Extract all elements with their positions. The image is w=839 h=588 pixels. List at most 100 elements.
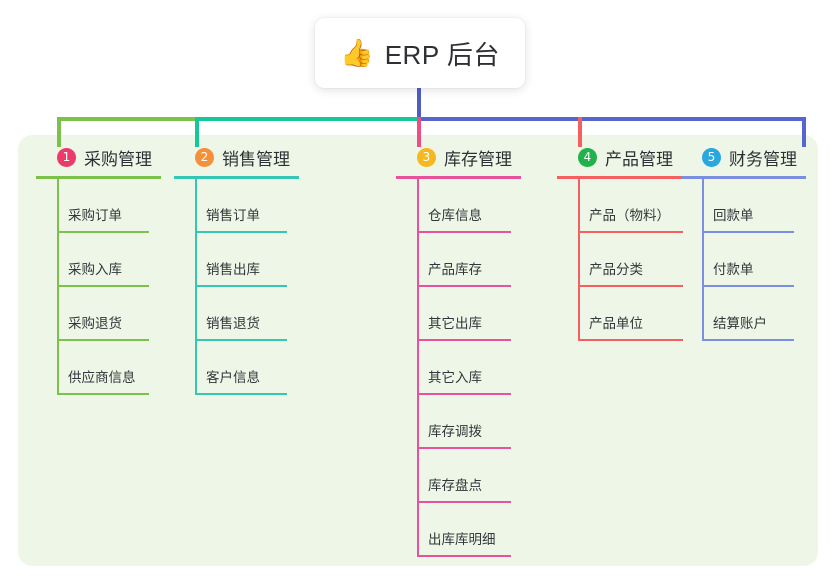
leaf-rule (195, 231, 287, 233)
leaf-label: 库存盘点 (428, 478, 482, 493)
branch-header-2[interactable]: 2 销售管理 (174, 143, 299, 171)
list-item[interactable]: 采购退货 (36, 287, 161, 341)
connector-drop-4 (578, 117, 582, 147)
list-item[interactable]: 产品分类 (557, 233, 687, 287)
root-node-erp-backend[interactable]: 👍 ERP 后台 (315, 18, 525, 88)
branch-header-5[interactable]: 5 财务管理 (681, 143, 806, 171)
leaf-label: 销售订单 (206, 208, 260, 223)
branch-items-2: 销售订单 销售出库 销售退货 客户信息 (174, 179, 299, 395)
branch-items-1: 采购订单 采购入库 采购退货 供应商信息 (36, 179, 161, 395)
branch-items-3: 仓库信息 产品库存 其它出库 其它入库 库存调拨 库存盘点 出库库明细 (396, 179, 521, 557)
list-item[interactable]: 库存盘点 (396, 449, 521, 503)
list-item[interactable]: 出库库明细 (396, 503, 521, 557)
leaf-rule (702, 339, 794, 341)
leaf-label: 仓库信息 (428, 208, 482, 223)
connector-bus-blue (417, 117, 806, 121)
branch-column-3: 3 库存管理 仓库信息 产品库存 其它出库 其它入库 库存调拨 库存盘点 (396, 143, 521, 557)
list-item[interactable]: 采购入库 (36, 233, 161, 287)
leaf-label: 其它入库 (428, 370, 482, 385)
leaf-rule (417, 501, 511, 503)
root-node-title: ERP 后台 (384, 39, 500, 70)
list-item[interactable]: 销售订单 (174, 179, 299, 233)
branch-title-1: 采购管理 (84, 149, 152, 169)
thumbs-up-icon: 👍 (340, 37, 374, 68)
list-item[interactable]: 采购订单 (36, 179, 161, 233)
branch-spine-5 (702, 179, 704, 341)
leaf-label: 产品（物料） (589, 208, 670, 223)
branch-header-4[interactable]: 4 产品管理 (557, 143, 687, 171)
branch-badge-5: 5 (702, 147, 721, 167)
leaf-rule (417, 231, 511, 233)
leaf-rule (578, 231, 683, 233)
leaf-rule (195, 285, 287, 287)
branch-rule-5 (681, 176, 806, 179)
list-item[interactable]: 销售出库 (174, 233, 299, 287)
leaf-label: 产品分类 (589, 262, 643, 277)
connector-drop-3 (417, 117, 421, 147)
branch-column-1: 1 采购管理 采购订单 采购入库 采购退货 供应商信息 (36, 143, 161, 395)
leaf-rule (702, 231, 794, 233)
branch-rule-2 (174, 176, 299, 179)
leaf-label: 供应商信息 (68, 370, 136, 385)
branch-items-4: 产品（物料） 产品分类 产品单位 (557, 179, 687, 341)
list-item[interactable]: 付款单 (681, 233, 806, 287)
leaf-rule (195, 339, 287, 341)
leaf-rule (702, 285, 794, 287)
leaf-label: 结算账户 (713, 316, 767, 331)
list-item[interactable]: 供应商信息 (36, 341, 161, 395)
leaf-label: 采购订单 (68, 208, 122, 223)
branch-badge-3: 3 (417, 147, 436, 167)
leaf-label: 销售出库 (206, 262, 260, 277)
leaf-rule (417, 285, 511, 287)
leaf-rule (417, 339, 511, 341)
list-item[interactable]: 仓库信息 (396, 179, 521, 233)
list-item[interactable]: 库存调拨 (396, 395, 521, 449)
leaf-label: 回款单 (713, 208, 754, 223)
list-item[interactable]: 其它出库 (396, 287, 521, 341)
list-item[interactable]: 销售退货 (174, 287, 299, 341)
branch-title-3: 库存管理 (444, 149, 512, 169)
leaf-rule (57, 231, 149, 233)
leaf-rule (417, 393, 511, 395)
leaf-label: 其它出库 (428, 316, 482, 331)
branch-rule-3 (396, 176, 521, 179)
connector-root-stem (417, 88, 421, 121)
connector-drop-2 (195, 117, 199, 147)
list-item[interactable]: 回款单 (681, 179, 806, 233)
leaf-label: 出库库明细 (428, 532, 496, 547)
branch-spine-1 (57, 179, 59, 395)
connector-drop-5 (802, 117, 806, 147)
branch-spine-2 (195, 179, 197, 395)
branch-badge-1: 1 (57, 147, 76, 167)
branch-items-5: 回款单 付款单 结算账户 (681, 179, 806, 341)
list-item[interactable]: 其它入库 (396, 341, 521, 395)
leaf-rule (417, 555, 511, 557)
branch-rule-4 (557, 176, 687, 179)
list-item[interactable]: 产品单位 (557, 287, 687, 341)
leaf-rule (57, 339, 149, 341)
branch-spine-4 (578, 179, 580, 341)
leaf-label: 采购退货 (68, 316, 122, 331)
leaf-label: 客户信息 (206, 370, 260, 385)
list-item[interactable]: 结算账户 (681, 287, 806, 341)
list-item[interactable]: 产品（物料） (557, 179, 687, 233)
list-item[interactable]: 客户信息 (174, 341, 299, 395)
leaf-label: 付款单 (713, 262, 754, 277)
branch-column-4: 4 产品管理 产品（物料） 产品分类 产品单位 (557, 143, 687, 341)
connector-bus-teal (195, 117, 419, 121)
leaf-rule (578, 285, 683, 287)
leaf-rule (57, 285, 149, 287)
branch-header-3[interactable]: 3 库存管理 (396, 143, 521, 171)
leaf-label: 销售退货 (206, 316, 260, 331)
connector-bus-green (57, 117, 197, 121)
leaf-rule (57, 393, 149, 395)
branch-header-1[interactable]: 1 采购管理 (36, 143, 161, 171)
root-node-inner: 👍 ERP 后台 (340, 35, 500, 72)
branch-badge-4: 4 (578, 147, 597, 167)
branch-badge-2: 2 (195, 147, 214, 167)
leaf-rule (578, 339, 683, 341)
leaf-rule (417, 447, 511, 449)
branch-column-5: 5 财务管理 回款单 付款单 结算账户 (681, 143, 806, 341)
list-item[interactable]: 产品库存 (396, 233, 521, 287)
branch-rule-1 (36, 176, 161, 179)
